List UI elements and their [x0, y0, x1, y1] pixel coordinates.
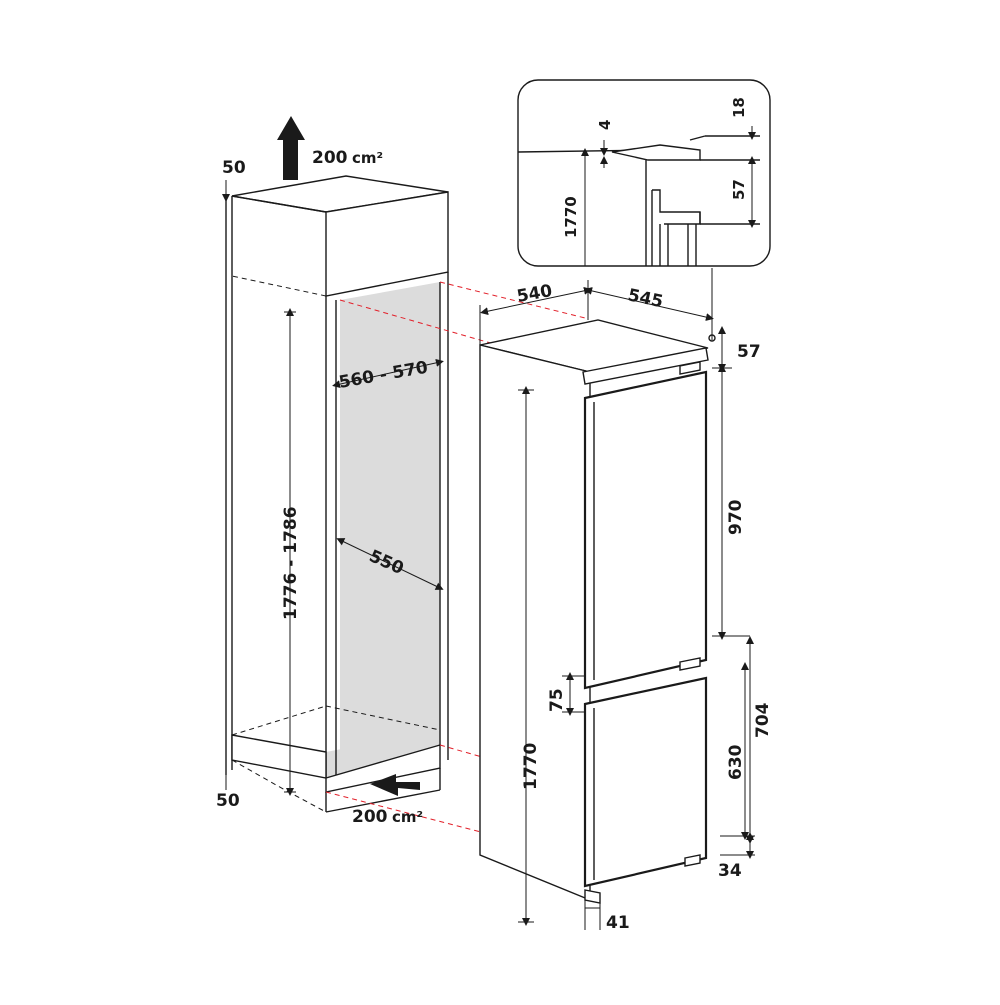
- upper-hinge-icon: [679, 361, 701, 375]
- vent-bottom-unit: cm²: [392, 808, 423, 826]
- refrigerator: [479, 268, 755, 930]
- total-height-label: 1770: [521, 743, 541, 790]
- top-clearance-label: 50: [222, 158, 246, 178]
- bottom-clearance-label: 50: [216, 791, 240, 811]
- detail-top-thickness-label: 18: [730, 97, 748, 118]
- detail-callout-icon: [708, 334, 716, 342]
- vent-top-value: 200: [312, 148, 348, 168]
- foot-offset-label: 41: [606, 913, 630, 933]
- detail-frame: [517, 79, 771, 267]
- upper-door-height-label: 970: [726, 499, 746, 535]
- front-foot: [584, 889, 601, 904]
- vent-top-unit: cm²: [352, 149, 383, 167]
- depth-label: 540: [515, 281, 554, 307]
- lower-door-height-label: 630: [726, 744, 746, 780]
- middle-hinge-icon: [679, 657, 701, 671]
- upper-door: [583, 370, 708, 690]
- niche-floor: [326, 730, 440, 778]
- lower-section-height-label: 704: [753, 702, 773, 738]
- niche-cabinet: [222, 116, 586, 856]
- detail-gap-label: 4: [596, 120, 614, 130]
- niche-interior: [340, 282, 440, 752]
- lower-door: [583, 676, 708, 888]
- detail-height-label: 1770: [562, 196, 580, 238]
- plinth-side: [231, 734, 327, 779]
- top-hinge-strip: [582, 347, 709, 385]
- fridge-side: [479, 344, 591, 902]
- rear-foot: [684, 854, 701, 867]
- hinge-detail-inset: [517, 79, 771, 267]
- vent-in-arrow-icon: [370, 774, 420, 796]
- niche-height-label: 1776 - 1786: [281, 506, 301, 620]
- bottom-offset-label: 34: [718, 861, 742, 881]
- depth-with-door-label: 545: [626, 285, 665, 312]
- detail-hinge-height-label: 57: [730, 179, 748, 200]
- vent-bottom-value: 200: [352, 807, 388, 827]
- top-offset-label: 57: [737, 342, 761, 362]
- detail-top-panel: [611, 144, 701, 161]
- door-gap-label: 75: [547, 688, 567, 712]
- vent-up-arrow-icon: [277, 116, 305, 180]
